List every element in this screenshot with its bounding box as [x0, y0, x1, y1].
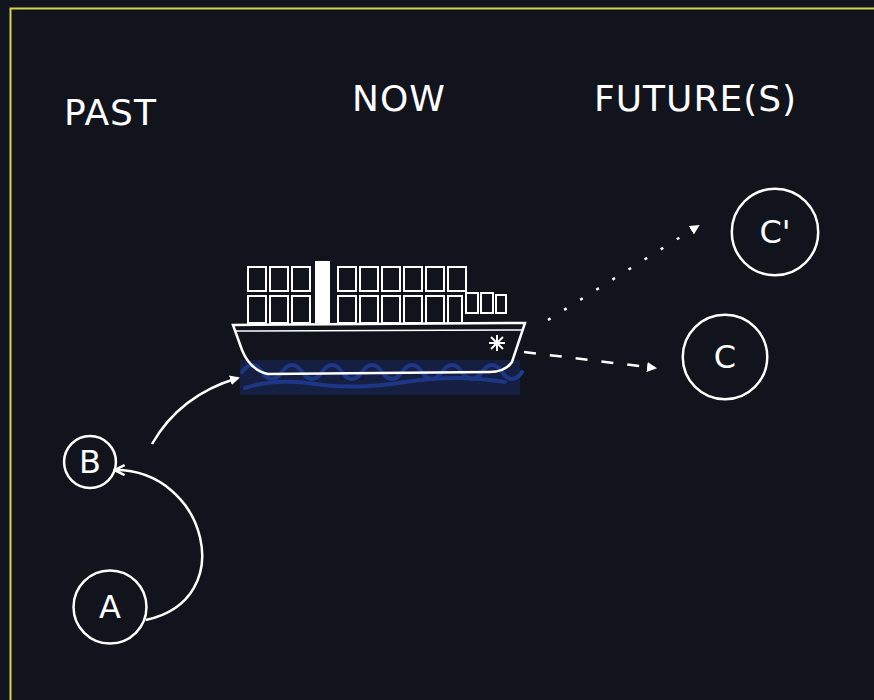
ship-hull: [233, 323, 525, 374]
star-mark: [489, 335, 505, 351]
containers: [248, 267, 506, 323]
period-heading: FUTURE(S): [594, 78, 797, 119]
curved-arrow: [116, 470, 202, 620]
circle-node: C': [730, 187, 820, 277]
circle-node: C: [681, 313, 769, 401]
ship-funnel: [315, 261, 330, 323]
dotted-path-c-prime: [548, 226, 698, 320]
node-letter: A: [99, 591, 121, 623]
frame-border: [11, 9, 874, 700]
arrow-to-ship: [152, 378, 238, 444]
dashed-path-c: [524, 352, 655, 368]
node-letter: C: [714, 341, 736, 373]
water-waves: [240, 360, 522, 395]
circle-node: A: [72, 569, 148, 645]
node-letter: C': [759, 216, 790, 248]
circle-node: B: [63, 435, 117, 489]
node-letter: B: [79, 446, 101, 478]
period-heading: NOW: [352, 78, 446, 119]
period-heading: PAST: [64, 92, 157, 133]
ship-deck: [236, 330, 522, 331]
